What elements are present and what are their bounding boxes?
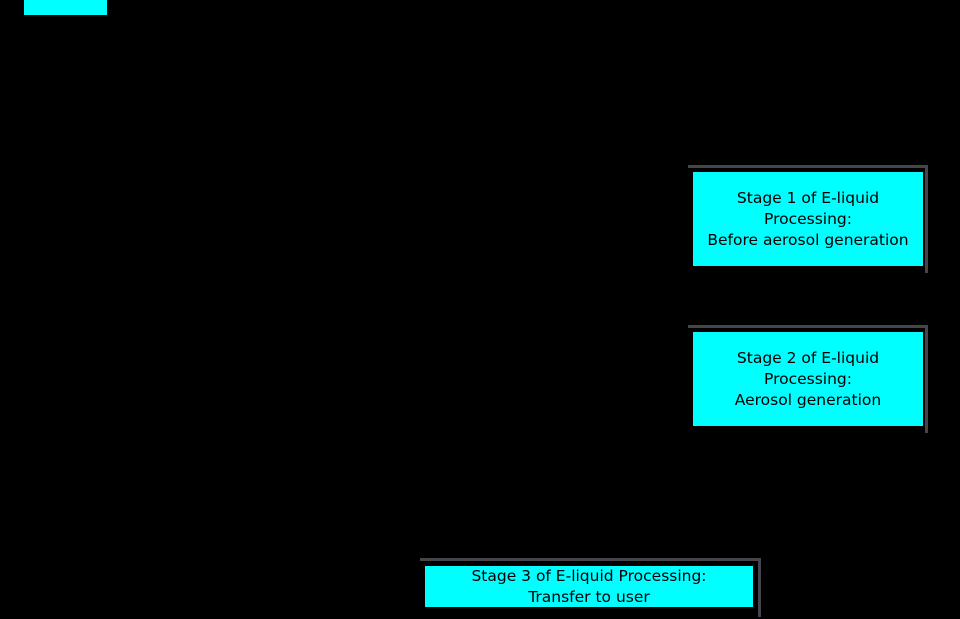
node-stage-3-line-2: Transfer to user [528, 587, 650, 606]
node-stage-2-line-3: Aerosol generation [734, 390, 882, 409]
node-shadow-stage-2 [688, 325, 928, 433]
node-shadow-stage-1 [688, 165, 928, 273]
flow-node-stage-1: Stage 1 of E-liquid Processing: Before a… [691, 170, 925, 268]
corner-node-fragment [24, 0, 107, 15]
node-shadow-stage-3 [420, 558, 761, 617]
flow-node-stage-3: Stage 3 of E-liquid Processing: Transfer… [423, 564, 755, 609]
node-stage-1-line-2: Processing: [764, 209, 852, 228]
node-stage-3-line-1: Stage 3 of E-liquid Processing: [471, 566, 707, 585]
node-stage-2-line-1: Stage 2 of E-liquid [736, 348, 880, 367]
node-stage-1-line-1: Stage 1 of E-liquid [736, 188, 880, 207]
flow-node-stage-2: Stage 2 of E-liquid Processing: Aerosol … [691, 330, 925, 428]
node-stage-2-line-2: Processing: [764, 369, 852, 388]
node-stage-1-line-3: Before aerosol generation [707, 230, 909, 249]
